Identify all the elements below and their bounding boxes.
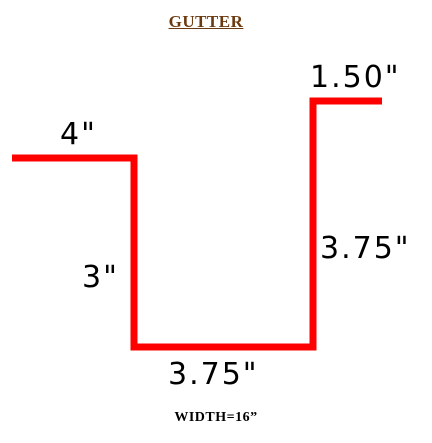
diagram-title: GUTTER bbox=[168, 12, 244, 31]
gutter-profile-line bbox=[12, 97, 382, 351]
bottom-dimension: 3.75" bbox=[168, 357, 259, 392]
width-note: WIDTH=16” bbox=[174, 410, 258, 425]
right-wall-dimension: 3.75" bbox=[320, 231, 411, 266]
left-wall-dimension: 3" bbox=[82, 260, 119, 295]
left-flange-dimension: 4" bbox=[60, 117, 97, 152]
right-flange-dimension: 1.50" bbox=[310, 60, 401, 95]
